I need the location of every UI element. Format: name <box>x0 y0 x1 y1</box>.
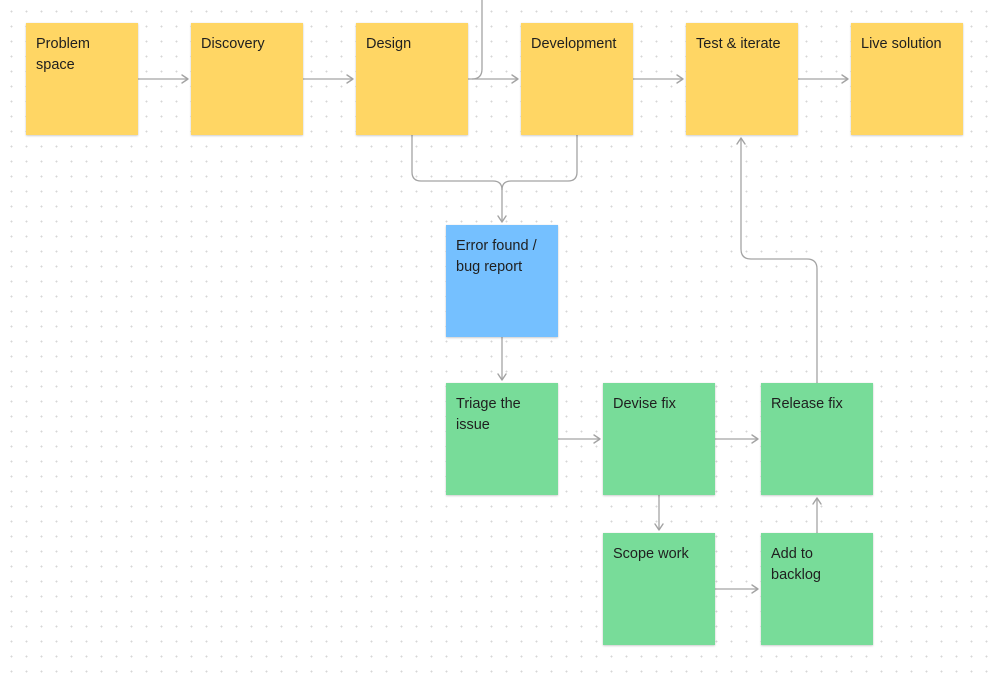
sticky-note-add-backlog[interactable]: Add to backlog <box>761 533 873 645</box>
sticky-note-design[interactable]: Design <box>356 23 468 135</box>
note-text: Design <box>366 36 412 52</box>
note-text: Triage the issue <box>456 396 521 433</box>
sticky-note-problem-space[interactable]: Problem space <box>26 23 138 135</box>
sticky-note-test-iterate[interactable]: Test & iterate <box>686 23 798 135</box>
note-text: Development <box>531 36 617 52</box>
note-text: Problem space <box>36 36 90 73</box>
note-text: Devise fix <box>613 396 676 412</box>
sticky-note-live-solution[interactable]: Live solution <box>851 23 963 135</box>
sticky-note-discovery[interactable]: Discovery <box>191 23 303 135</box>
sticky-note-release-fix[interactable]: Release fix <box>761 383 873 495</box>
note-text: Error found / bug report <box>456 238 537 275</box>
note-text: Add to backlog <box>771 546 821 583</box>
connector-development-to-error-found[interactable] <box>501 135 578 191</box>
connector-off-canvas-to-development[interactable] <box>471 0 483 80</box>
sticky-note-scope-work[interactable]: Scope work <box>603 533 715 645</box>
note-text: Discovery <box>201 36 265 52</box>
sticky-note-triage[interactable]: Triage the issue <box>446 383 558 495</box>
sticky-note-error-found[interactable]: Error found / bug report <box>446 225 558 337</box>
connector-release-fix-to-test-iterate[interactable] <box>736 137 818 383</box>
sticky-note-devise-fix[interactable]: Devise fix <box>603 383 715 495</box>
note-text: Test & iterate <box>696 36 781 52</box>
sticky-note-development[interactable]: Development <box>521 23 633 135</box>
note-text: Live solution <box>861 36 942 52</box>
connector-design-to-error-found[interactable] <box>411 135 507 223</box>
note-text: Scope work <box>613 546 689 562</box>
note-text: Release fix <box>771 396 843 412</box>
